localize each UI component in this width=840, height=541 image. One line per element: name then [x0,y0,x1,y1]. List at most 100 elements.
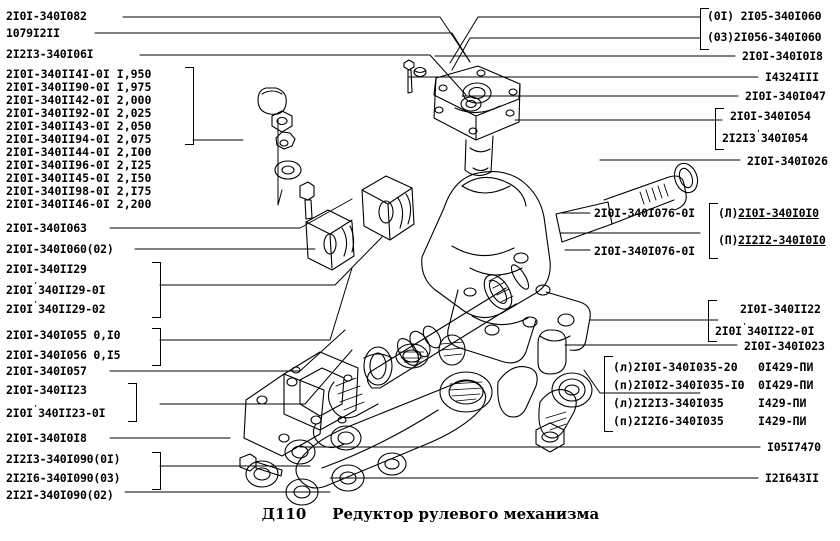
label-2i0i-340i023: 2I0I-340I023 [744,339,825,353]
group-bracket-ii29 [152,262,161,318]
variant-side-marker: (л) [613,360,634,374]
spec-table-row: 2I0I-340II43-0I 2,050 [6,120,151,133]
variant-part-number: 2I0I-340I035-20 [633,360,738,374]
label-2i0i-340ii29-02: 2I0Iʹ340II29-02 [6,300,106,316]
label-suffix: 340II29-0I [38,282,106,297]
label-left-340i0i0: (Л)2I0I-340I0I0 [718,207,819,220]
spec-part-number: 2I0I-340II44-0I [6,145,110,159]
variant-table-row: (п)2I0I2-340I035-I0 0I429-ПИ [613,376,813,394]
figure-code: Д110 [261,505,307,523]
accent-mark: ʹ [32,282,39,292]
spec-value: 2,025 [109,106,152,120]
spec-value: 2,I75 [109,184,152,198]
spec-part-number: 2I0I-340II94-0I [6,132,110,146]
spec-part-number: 2I0I-340II42-0I [6,93,110,107]
label-0i-2i05-340i060: (0I) 2I05-340I060 [707,9,822,23]
label-suffix: 340II22-0I [747,323,815,338]
label-2i0i-340i054: 2I0I-340I054 [730,109,811,123]
group-bracket-090 [152,452,161,490]
label-i05i7470: I05I7470 [767,440,821,454]
label-prefix: 2I0I [6,282,33,297]
variant-table-row: (л)2I0I-340I035-20 0I429-ПИ [613,358,813,376]
accent-mark: ʹ [755,130,761,140]
spec-part-number: 2I0I-340II43-0I [6,119,110,133]
spec-table-row: 2I0I-340II92-0I 2,025 [6,107,151,120]
label-03-2i056-340i060: (03)2I056-340I060 [707,30,822,44]
variant-code: 0I429-ПИ [758,360,814,374]
spec-value: 2,I50 [109,171,152,185]
variant-side-marker: (л) [613,396,634,410]
spec-table-row: 2I0I-340II4I-0I I,950 [6,68,151,81]
label-2i0i-340i047: 2I0I-340I047 [745,89,826,103]
spec-table-row: 2I0I-340II42-0I 2,000 [6,94,151,107]
spec-table-row: 2I0I-340II45-0I 2,I50 [6,172,151,185]
label-2i2i3-340i054: 2I2I3ʹ340I054 [722,129,808,145]
label-suffix: 340II29-02 [38,301,106,316]
parts-diagram-page: 2I0I-340I082 1079I2II 2I2I3-340I06I 2I0I… [6,8,828,523]
spec-part-number: 2I0I-340II46-0I [6,197,110,211]
label-2i0i-340ii23-0i: 2I0Iʹ340II23-0I [6,404,106,420]
label-2i0i-340ii29-0i: 2I0Iʹ340II29-0I [6,281,106,297]
spec-part-number: 2I0I-340II4I-0I [6,67,110,81]
label-suffix: 340I054 [760,130,808,145]
label-2i0i-340ii22-0i: 2I0Iʹ340II22-0I [715,322,815,338]
variant-part-number: 2I0I2-340I035-I0 [633,378,745,392]
label-suffix: 340II23-0I [38,405,106,420]
label-2i0i-340ii22: 2I0I-340II22 [740,302,821,316]
spec-value: 2,075 [109,132,152,146]
part-number: 2I0I-340I0I0 [738,206,819,220]
group-bracket-shims [152,328,161,366]
label-2i0i-340i076-0i-b: 2I0I-340I076-0I [594,244,695,258]
spec-value: 2,200 [109,197,152,211]
variant-table-bracket [604,356,613,432]
label-2i2i3-340i090-0i: 2I2I3-340I090(0I) [6,452,121,466]
spec-part-number: 2I0I-340II92-0I [6,106,110,120]
label-2i2i-340i090-02: 2I2I-340I090(02) [6,488,114,502]
spec-value: I,950 [109,67,152,81]
accent-mark: ʹ [741,323,748,333]
spec-part-number: 2I0I-340II90-0I [6,80,110,94]
group-bracket-340i054 [715,108,724,150]
spec-table-row: 2I0I-340II98-0I 2,I75 [6,185,151,198]
label-2i2i3-340i06i: 2I2I3-340I06I [6,47,94,61]
variant-part-number: 2I2I3-340I035 [633,396,724,410]
spec-value: 2,I00 [109,145,152,159]
accent-mark: ʹ [32,405,39,415]
label-2i0i-340i055: 2I0I-340I055 0,I0 [6,328,121,342]
spec-value: I,975 [109,80,152,94]
label-2i0i-340i060-02: 2I0I-340I060(02) [6,242,114,256]
spec-table-row: 2I0I-340II90-0I I,975 [6,81,151,94]
label-prefix: 2I0I [6,405,33,420]
label-prefix: 2I0I [6,301,33,316]
variant-code: 0I429-ПИ [758,378,814,392]
group-bracket-340i0i0 [709,203,718,259]
accent-mark: ʹ [32,301,39,311]
group-bracket-340ii22 [708,300,717,342]
group-bracket-340i060 [700,8,709,50]
variant-side-marker: (п) [613,414,634,428]
spec-value: 2,050 [109,119,152,133]
spec-table-row: 2I0I-340II46-0I 2,200 [6,198,151,211]
spec-value: 2,000 [109,93,152,107]
label-i2i643ii: I2I643II [765,471,819,485]
label-2i0i-340i057: 2I0I-340I057 [6,364,87,378]
label-2i0i-340i0i8-left: 2I0I-340I0I8 [6,431,87,445]
label-2i0i-340ii23: 2I0I-340II23 [6,383,87,397]
side-marker-right: (П) [718,233,739,247]
variant-side-marker: (п) [613,378,634,392]
label-right-340i0i0: (П)2I2I2-340I0I0 [718,234,826,247]
group-bracket-ii23 [128,383,137,422]
label-2i0i-340i082: 2I0I-340I082 [6,9,87,23]
spec-table-row: 2I0I-340II96-0I 2,I25 [6,159,151,172]
spec-part-number: 2I0I-340II45-0I [6,171,110,185]
variant-part-number: 2I2I6-340I035 [633,414,724,428]
spec-table-bracket [185,67,194,145]
label-prefix: 2I2I3 [722,130,756,145]
spec-table-row: 2I0I-340II44-0I 2,I00 [6,146,151,159]
label-2i0i-340i026: 2I0I-340I026 [747,154,828,168]
spec-part-number: 2I0I-340II98-0I [6,184,110,198]
